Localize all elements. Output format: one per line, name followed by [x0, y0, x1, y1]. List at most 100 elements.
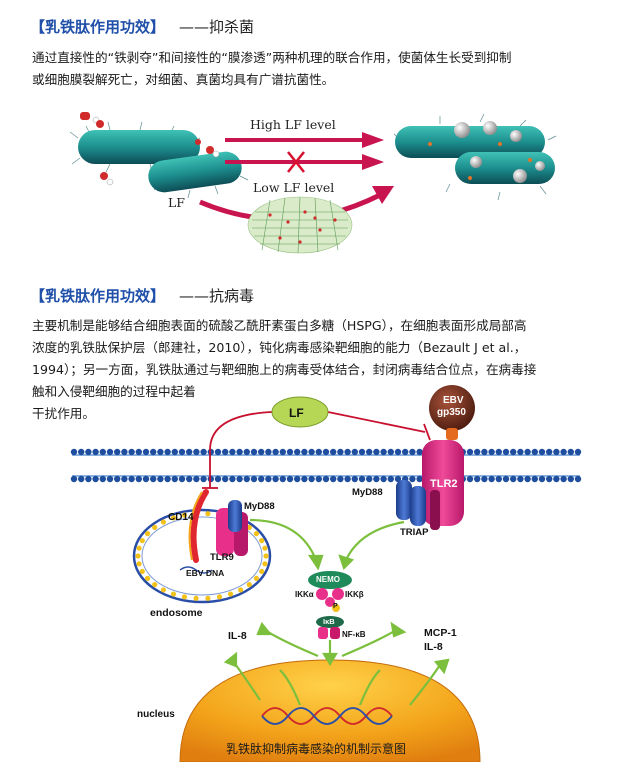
endosome-bead — [259, 568, 265, 574]
membrane-bead — [193, 475, 200, 483]
tlr9-label: TLR9 — [210, 552, 234, 563]
membrane-bead — [322, 448, 330, 456]
membrane-bead — [531, 448, 538, 456]
membrane-bead — [567, 475, 574, 483]
phosphate-label: P — [333, 603, 338, 610]
paragraph-line: 干扰作用。 — [32, 406, 95, 421]
membrane-bead — [488, 475, 495, 483]
membrane-bead — [236, 448, 243, 456]
membrane-bead — [373, 448, 380, 456]
nucleus — [179, 659, 481, 762]
figure-caption: 乳铁肽抑制病毒感染的机制示意图 — [226, 742, 407, 756]
dna-helix — [261, 707, 393, 725]
membrane-bead — [294, 475, 301, 483]
myd88-right-protein — [396, 480, 426, 526]
endosome-bead — [253, 575, 260, 581]
membrane-bead — [481, 448, 488, 456]
endosome-bead — [170, 591, 177, 597]
high-lf-arrow — [225, 132, 384, 148]
endosome-bead — [253, 531, 260, 537]
endosome-bead — [144, 531, 151, 537]
membrane-bead — [517, 475, 524, 483]
membrane-bead — [474, 475, 481, 483]
membrane-bead — [538, 475, 546, 483]
lf-label: LF — [168, 195, 185, 210]
endosome-bead — [135, 553, 141, 559]
membrane-bead — [106, 475, 114, 483]
bacteria-left-cluster — [69, 112, 249, 199]
membrane-bead — [128, 475, 135, 483]
membrane-bead — [128, 448, 135, 456]
ikb-label: IκB — [323, 617, 335, 626]
membrane-bead — [222, 448, 229, 456]
ebv-dna-strand — [179, 566, 213, 574]
membrane-bead — [366, 475, 373, 483]
damage-sphere — [454, 121, 545, 183]
endosome-bead — [262, 545, 268, 551]
membrane-bead — [178, 448, 186, 456]
title-dash: —— — [179, 287, 210, 305]
membrane-bead — [574, 475, 582, 483]
signal-arrows — [223, 518, 450, 706]
membrane-bead — [200, 448, 207, 456]
endosome-bead — [152, 524, 158, 530]
membrane-bead — [409, 448, 416, 456]
membrane-bead — [373, 475, 380, 483]
membrane-bead — [322, 475, 330, 483]
membrane-bead — [70, 448, 78, 456]
membrane-bead — [243, 475, 250, 483]
bracket-close: 】 — [150, 287, 166, 305]
inhibition-lines — [202, 411, 431, 489]
high-lf-label: High LF level — [250, 117, 336, 132]
nfkb-label: NF-κB — [342, 630, 366, 639]
bacteria-right-cluster — [393, 113, 557, 201]
membrane-bead — [416, 475, 423, 483]
membrane-bead — [171, 448, 178, 456]
membrane-bead — [78, 448, 85, 456]
membrane-bead — [135, 475, 142, 483]
membrane-bead — [171, 475, 178, 483]
membrane-bead — [214, 448, 222, 456]
endosome-bead — [227, 591, 234, 597]
endosome-bead — [259, 538, 265, 544]
endosome-bead — [160, 587, 167, 593]
membrane-bead — [301, 475, 308, 483]
membrane-bead — [99, 475, 107, 483]
membrane-bead — [409, 475, 416, 483]
membrane-bead — [315, 448, 322, 456]
membrane-bead — [78, 475, 85, 483]
antibacterial-figure — [69, 112, 557, 254]
endosome-bead — [262, 561, 268, 567]
membrane-bead — [495, 475, 502, 483]
endosome-bead — [205, 511, 211, 517]
membrane-bead — [531, 475, 538, 483]
membrane-bead — [553, 475, 560, 483]
section-1-subtitle: 抑杀菌 — [209, 18, 255, 36]
membrane-bead — [546, 475, 553, 483]
membrane-bead — [351, 448, 358, 456]
membrane-bead — [200, 475, 207, 483]
endosome-label: endosome — [150, 607, 203, 619]
low-lf-label: Low LF level — [253, 180, 335, 195]
membrane-bead — [553, 448, 560, 456]
endosome-bead — [160, 519, 167, 525]
membrane-bead — [250, 448, 258, 456]
nfkb-complex — [308, 571, 352, 639]
membrane-bead — [243, 448, 250, 456]
membrane-bead — [85, 448, 92, 456]
mcp1-label: MCP-1 — [424, 627, 457, 639]
cd14-receptor — [188, 489, 209, 563]
section-2-title: 【乳铁肽作用功效】——抗病毒 — [30, 285, 254, 306]
membrane-bead — [258, 475, 265, 483]
membrane-bead — [265, 475, 272, 483]
membrane-bead — [517, 448, 524, 456]
blocked-arrow — [225, 151, 384, 173]
membrane-bead — [142, 475, 150, 483]
membrane-bead — [272, 448, 279, 456]
membrane-bead — [178, 475, 186, 483]
membrane-bead — [466, 475, 474, 483]
membrane-bead — [502, 448, 510, 456]
membrane-bead — [229, 475, 236, 483]
bacterium — [148, 151, 242, 193]
membrane-bead — [416, 448, 423, 456]
